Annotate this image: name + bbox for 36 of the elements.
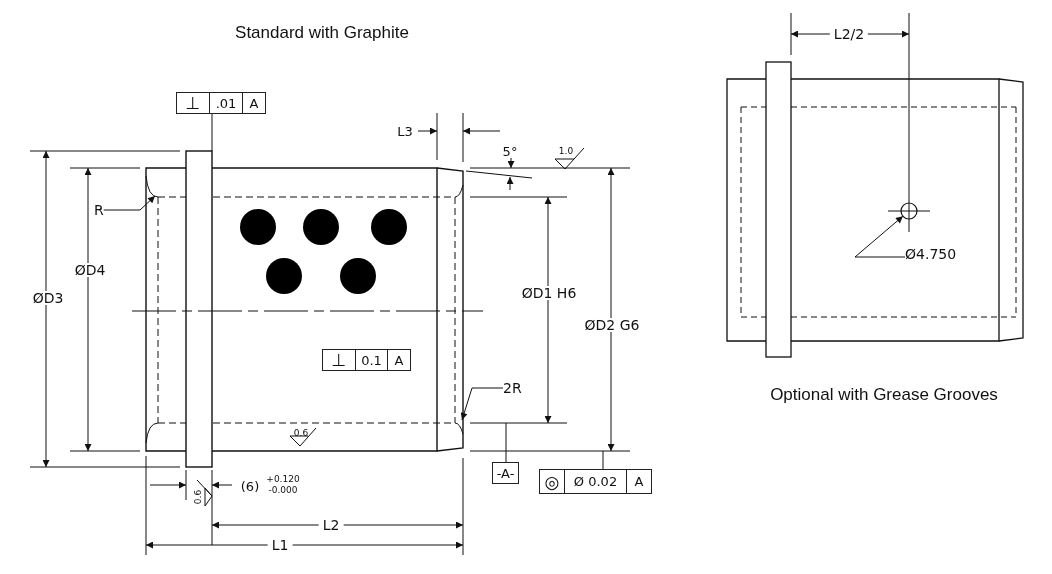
datum-reference: A <box>242 92 266 114</box>
surface-finish-value: 0.6 <box>293 428 309 438</box>
leader-line <box>854 215 906 258</box>
tolerance-symbol: ⊥ <box>176 92 210 114</box>
datum-reference: A <box>626 469 652 494</box>
leader-line <box>103 195 156 211</box>
datum-reference: A <box>387 349 411 371</box>
view-caption: Standard with Graphite <box>235 23 409 41</box>
dimension-label: 5° <box>502 144 518 158</box>
leader-line <box>505 422 507 463</box>
surface-finish-value: 0.6 <box>193 489 203 505</box>
leader-line <box>211 113 213 152</box>
dimension-label: L2 <box>318 518 344 532</box>
dimension-label: Ø4.750 <box>905 247 957 261</box>
view-caption: Optional with Grease Grooves <box>770 385 998 403</box>
dimension-label: L2/2 <box>829 27 869 41</box>
tolerance-value: 0.1 <box>355 349 388 371</box>
tolerance-value: -0.000 <box>268 485 298 495</box>
dimension-label: L3 <box>397 124 413 138</box>
feature-control-frame <box>539 469 652 494</box>
tolerance-value: +0.120 <box>266 474 300 484</box>
surface-finish-value: 1.0 <box>558 146 574 156</box>
tolerance-symbol: ⊥ <box>322 349 356 371</box>
tolerance-symbol: ◎ <box>539 469 565 494</box>
feature-control-frame <box>176 92 266 114</box>
hole-circle <box>900 202 918 220</box>
feature-control-frame <box>322 349 411 371</box>
tolerance-value: .01 <box>209 92 243 114</box>
datum-label: -A- <box>492 462 519 484</box>
dimension-label: (6) <box>240 479 260 493</box>
leader-line <box>460 387 504 421</box>
radius-label: 2R <box>503 381 522 395</box>
dimension-label: L1 <box>267 538 293 552</box>
tolerance-value: Ø 0.02 <box>564 469 627 494</box>
radius-label: R <box>94 203 104 217</box>
leader-line <box>602 450 604 470</box>
